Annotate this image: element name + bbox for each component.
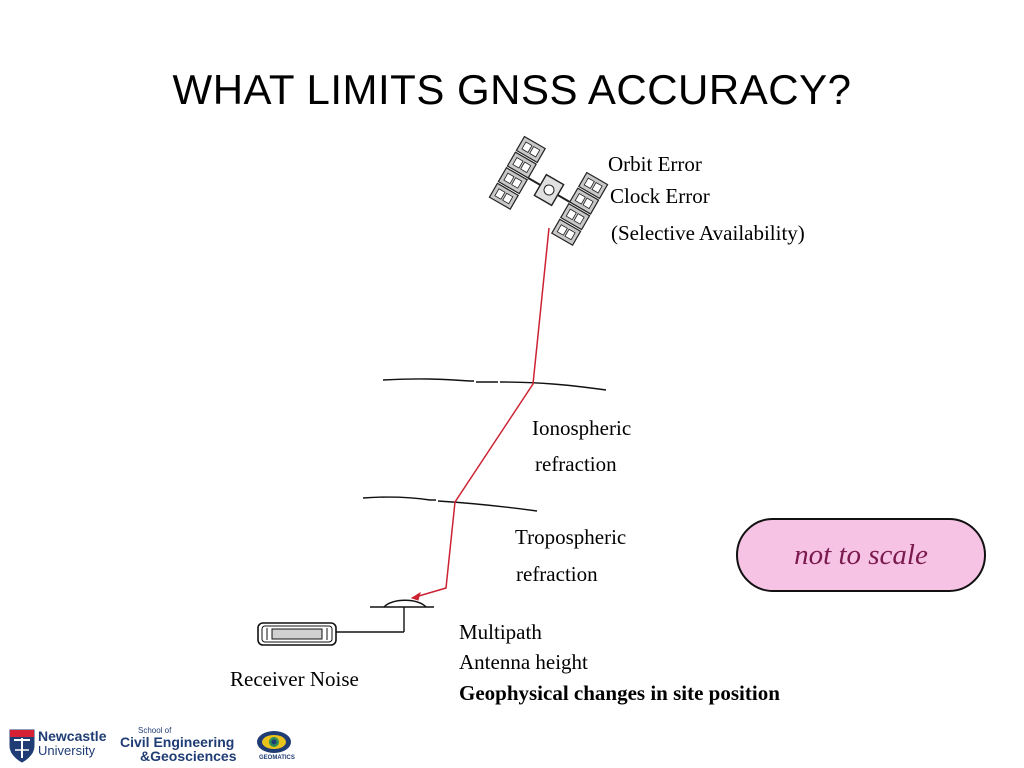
school-of-label: School of (138, 726, 172, 735)
signal-arrowhead (410, 591, 421, 601)
footer-logos: Newcastle University School of Civil Eng… (8, 724, 308, 766)
receiver-icon (257, 622, 337, 646)
tropospheric-refraction-label: refraction (516, 562, 598, 586)
ionospheric-label: Ionospheric (532, 416, 632, 440)
orbit-error-label: Orbit Error (608, 152, 702, 176)
satellite-icon (488, 135, 609, 246)
tropospheric-label: Tropospheric (515, 525, 627, 549)
receiver-noise-label: Receiver Noise (230, 667, 359, 691)
antenna-height-label: Antenna height (459, 650, 588, 674)
page-title: WHAT LIMITS GNSS ACCURACY? (172, 66, 852, 113)
logo-graphics (9, 729, 291, 763)
geomatics-logo-icon (257, 731, 291, 753)
ionospheric-refraction-label: refraction (535, 452, 617, 476)
antenna-icon (336, 599, 434, 633)
ionosphere-boundary (382, 378, 607, 391)
newcastle-crest-icon (9, 729, 35, 763)
geomatics-label: GEOMATICS (259, 755, 295, 761)
selective-availability-label: (Selective Availability) (611, 221, 805, 245)
not-to-scale-badge: not to scale (736, 518, 986, 592)
troposphere-boundary (362, 496, 538, 512)
multipath-label: Multipath (459, 620, 542, 644)
signal-path (411, 227, 550, 599)
clock-error-label: Clock Error (610, 184, 710, 208)
civil-engineering-label: Civil Engineering (120, 734, 235, 750)
geophysical-label: Geophysical changes in site position (459, 681, 780, 705)
newcastle-university: University (38, 743, 96, 758)
newcastle-name: Newcastle (38, 728, 107, 744)
not-to-scale-text: not to scale (794, 538, 928, 571)
geosciences-label: &Geosciences (140, 748, 237, 764)
